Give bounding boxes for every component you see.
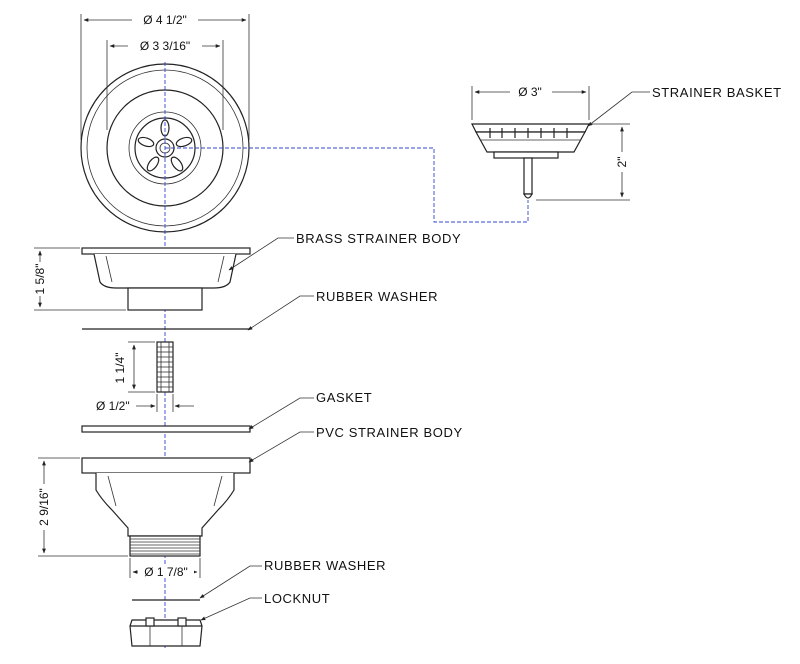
basket-diameter-dimension: Ø 3" bbox=[471, 84, 590, 120]
pvc-strainer-body-label: PVC STRAINER BODY bbox=[316, 425, 463, 440]
thread-diameter-dimension: Ø 1 7/8" bbox=[129, 558, 201, 579]
tube-texture bbox=[157, 342, 173, 392]
tube-diameter-label: Ø 1/2" bbox=[96, 399, 130, 413]
pvc-strainer-body bbox=[81, 457, 251, 557]
gasket-label: GASKET bbox=[316, 390, 372, 405]
callout-rubber-washer-top: RUBBER WASHER bbox=[247, 289, 438, 331]
tube-diameter-dimension: Ø 1/2" bbox=[96, 394, 194, 413]
callout-gasket: GASKET bbox=[248, 390, 372, 430]
brass-body-height-dimension: 1 5/8" bbox=[30, 247, 126, 311]
tube-height-label: 1 1/4" bbox=[113, 353, 127, 384]
locknut bbox=[129, 617, 203, 647]
gasket bbox=[81, 425, 251, 433]
pvc-body-height-dimension: 2 9/16" bbox=[36, 457, 128, 557]
tube-height-dimension: 1 1/4" bbox=[112, 341, 155, 393]
outer-diameter-label: Ø 4 1/2" bbox=[143, 13, 187, 27]
brass-body-height-label: 1 5/8" bbox=[33, 264, 47, 295]
callout-pvc-strainer-body: PVC STRAINER BODY bbox=[248, 425, 463, 463]
callout-brass-strainer-body: BRASS STRAINER BODY bbox=[228, 231, 461, 271]
basket-holes bbox=[489, 128, 568, 138]
basket-centerline bbox=[165, 147, 529, 223]
rubber-washer-bottom-label: RUBBER WASHER bbox=[264, 558, 386, 573]
callout-rubber-washer-bottom: RUBBER WASHER bbox=[199, 558, 386, 599]
callout-locknut: LOCKNUT bbox=[200, 591, 330, 621]
strainer-basket bbox=[471, 123, 590, 199]
basket-diameter-label: Ø 3" bbox=[518, 85, 542, 99]
strainer-tube bbox=[156, 341, 174, 393]
basket-height-label: 2" bbox=[615, 157, 629, 168]
inner-diameter-dimension: Ø 3 3/16" bbox=[106, 38, 224, 130]
basket-height-dimension: 2" bbox=[536, 123, 630, 201]
thread-diameter-label: Ø 1 7/8" bbox=[144, 565, 188, 579]
outer-diameter-dimension: Ø 4 1/2" bbox=[80, 12, 250, 140]
brass-strainer-body bbox=[81, 247, 251, 311]
brass-strainer-body-label: BRASS STRAINER BODY bbox=[296, 231, 461, 246]
pvc-body-height-label: 2 9/16" bbox=[37, 488, 51, 526]
thread-lines bbox=[130, 538, 200, 555]
callout-strainer-basket: STRAINER BASKET bbox=[587, 85, 782, 127]
inner-diameter-label: Ø 3 3/16" bbox=[140, 39, 190, 53]
rubber-washer-top-label: RUBBER WASHER bbox=[316, 289, 438, 304]
strainer-basket-label: STRAINER BASKET bbox=[652, 85, 782, 100]
locknut-label: LOCKNUT bbox=[264, 591, 330, 606]
